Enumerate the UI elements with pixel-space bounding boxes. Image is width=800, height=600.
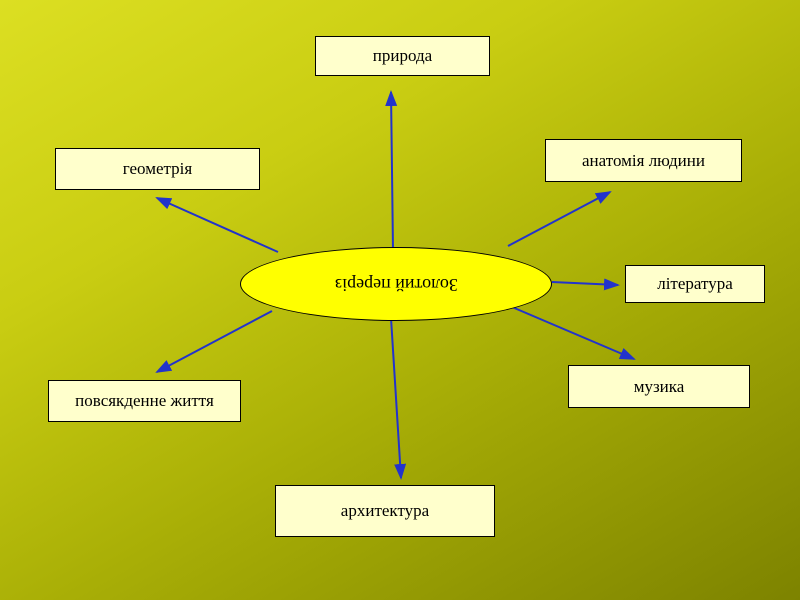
node-geometry: геометрія xyxy=(55,148,260,190)
arrow-to-music xyxy=(511,306,636,360)
arrow-to-geometry xyxy=(155,197,279,253)
center-ellipse-label: Золотий переріз xyxy=(334,274,458,295)
node-architecture: архитектура xyxy=(275,485,495,537)
arrow-to-literature xyxy=(551,278,620,291)
node-architecture-label: архитектура xyxy=(340,501,430,520)
node-anatomy-label: анатомія людини xyxy=(582,150,705,170)
node-literature-label: література xyxy=(657,274,733,293)
center-ellipse: Золотий переріз xyxy=(240,247,552,321)
node-nature-label: природа xyxy=(372,46,433,65)
arrow-to-anatomy xyxy=(507,191,612,247)
node-nature: природа xyxy=(315,36,490,76)
arrow-to-everyday xyxy=(155,310,273,373)
node-literature: література xyxy=(625,265,765,303)
arrow-to-architecture xyxy=(390,317,407,480)
node-geometry-label: геометрія xyxy=(122,159,193,178)
node-music-label: музика xyxy=(633,376,685,396)
node-anatomy: анатомія людини xyxy=(545,139,742,182)
node-everyday-label: повсякденне життя xyxy=(75,391,214,410)
node-music: музика xyxy=(568,365,750,408)
node-everyday: повсякденне життя xyxy=(48,380,241,422)
arrow-to-nature xyxy=(385,90,398,251)
